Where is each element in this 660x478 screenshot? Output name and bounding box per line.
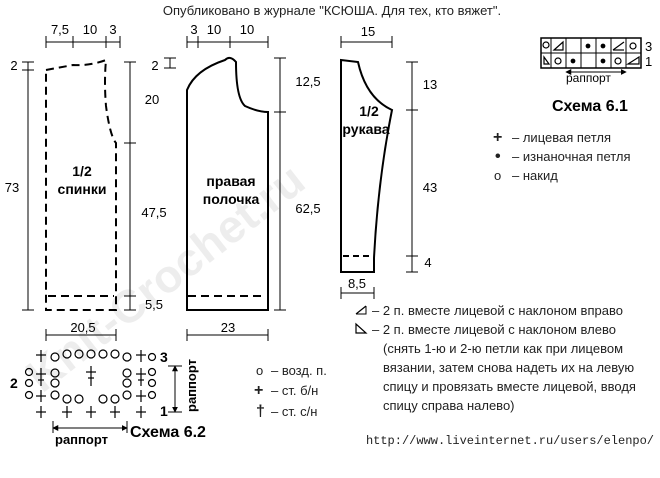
decrease-left-text: – 2 п. вместе лицевой с наклоном влево — [372, 322, 616, 337]
scheme61-legend: + – лицевая петля • – изнаночная петля o… — [493, 129, 631, 183]
scheme62-legend: o – возд. п. + – ст. б/н † – ст. с/н — [254, 363, 327, 420]
scheme62-title: Схема 6.2 — [130, 424, 206, 441]
single-crochet-icon: + — [254, 382, 263, 399]
scheme62-row-1: 1 — [160, 403, 168, 419]
sleeve-dim-top: 15 — [361, 24, 375, 39]
circle-icon: o — [494, 168, 501, 183]
back-dim-left-2: 73 — [5, 180, 19, 195]
footer-url[interactable]: http://www.liveinternet.ru/users/elenpo/ — [366, 434, 654, 448]
sleeve-label-1: 1/2 — [359, 103, 379, 119]
scheme61-symbols — [542, 40, 640, 65]
front-dim-left-1: 2 — [151, 58, 158, 73]
sleeve-dims — [340, 36, 418, 299]
back-dim-right-2: 47,5 — [141, 205, 166, 220]
purl-stitch-legend: – изнаночная петля — [512, 149, 631, 164]
back-dim-left-1: 2 — [10, 58, 17, 73]
scheme62-rapport-bottom: раппорт — [55, 432, 108, 447]
decrease-note-4: спицу справа налево) — [383, 398, 515, 413]
back-dim-right-3: 5,5 — [145, 297, 163, 312]
front-dim-top-3: 10 — [240, 22, 254, 37]
single-crochet-legend: – ст. б/н — [271, 383, 318, 398]
front-dim-top-1: 3 — [190, 22, 197, 37]
front-label-2: полочка — [203, 191, 260, 207]
back-dim-bottom: 20,5 — [70, 320, 95, 335]
row2-stitches — [24, 366, 157, 388]
back-label-1: 1/2 — [72, 163, 92, 179]
scheme61-title: Схема 6.1 — [552, 98, 628, 115]
decrease-note-2: вязании, затем снова надеть их на левую — [383, 360, 634, 375]
scheme62-rapport-side: раппорт — [184, 359, 199, 412]
scheme62-row-2: 2 — [10, 375, 18, 391]
back-dim-top-3: 3 — [109, 22, 116, 37]
row3-stitches — [36, 349, 157, 362]
sleeve-dim-right-1: 13 — [423, 77, 437, 92]
decrease-right-text: – 2 п. вместе лицевой с наклоном вправо — [372, 303, 623, 318]
knit-stitch-legend: – лицевая петля — [512, 130, 611, 145]
decrease-note-1: (снять 1-ю и 2-ю петли как при лицевом — [383, 341, 623, 356]
scheme62-chart — [24, 349, 157, 418]
back-dim-right-1: 20 — [145, 92, 159, 107]
right-slant-decrease-icon — [355, 305, 367, 315]
scheme62-brackets — [52, 365, 182, 433]
decrease-note-3: спицу и провязать вместе лицевой, вводя — [383, 379, 636, 394]
scheme61-row-1: 1 — [645, 54, 652, 69]
front-dims — [164, 36, 286, 341]
back-piece — [45, 58, 117, 311]
back-dims — [22, 36, 136, 341]
back-dim-top-1: 7,5 — [51, 22, 69, 37]
left-slant-decrease-icon — [355, 322, 368, 334]
front-dim-top-2: 10 — [207, 22, 221, 37]
front-dim-right-1: 12,5 — [295, 74, 320, 89]
sleeve-piece — [340, 58, 394, 273]
row1-stitches — [24, 390, 157, 418]
dot-icon: • — [495, 148, 501, 165]
front-dim-bottom: 23 — [221, 320, 235, 335]
front-dim-right-2: 62,5 — [295, 201, 320, 216]
front-label-1: правая — [206, 173, 255, 189]
sleeve-dim-right-3: 4 — [424, 255, 431, 270]
chain-stitch-legend: – возд. п. — [271, 363, 327, 378]
sleeve-label-2: рукава — [342, 121, 389, 137]
sleeve-dim-bottom: 8,5 — [348, 276, 366, 291]
yarn-over-legend: – накид — [512, 168, 558, 183]
chain-stitch-icon: o — [256, 363, 263, 378]
double-crochet-icon: † — [256, 403, 265, 420]
sleeve-dim-right-2: 43 — [423, 180, 437, 195]
back-dim-top-2: 10 — [83, 22, 97, 37]
back-label-2: спинки — [58, 181, 107, 197]
scheme61-row-3: 3 — [645, 39, 652, 54]
double-crochet-legend: – ст. с/н — [271, 404, 317, 419]
scheme61-grid — [540, 37, 642, 69]
front-piece — [186, 56, 269, 311]
scheme61-rapport: раппорт — [566, 71, 611, 85]
decrease-legend: – 2 п. вместе лицевой с наклоном вправо … — [355, 303, 636, 413]
scheme62-row-3: 3 — [160, 349, 168, 365]
header-text: Опубликовано в журнале "КСЮША. Для тех, … — [163, 3, 501, 18]
plus-icon: + — [493, 129, 502, 146]
